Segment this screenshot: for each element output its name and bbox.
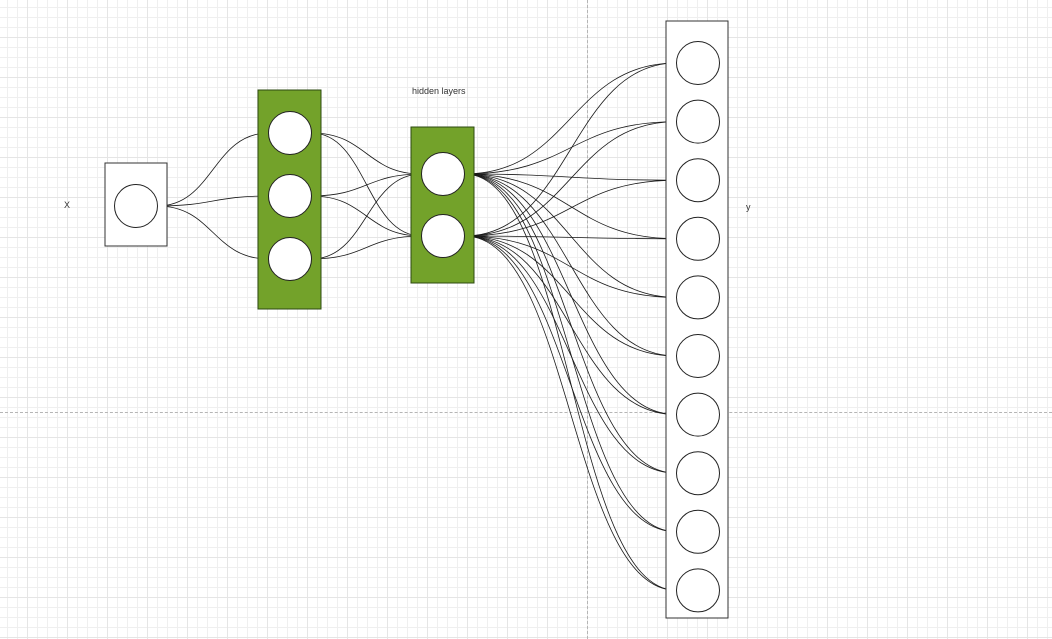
neuron-input-1[interactable]: [114, 184, 158, 228]
connection-hidden-2-1-to-output-9[interactable]: [464, 235, 677, 593]
connection-hidden-2-1-to-output-2[interactable]: [464, 178, 677, 237]
connection-hidden-2-1-to-output-0[interactable]: [464, 61, 677, 237]
neurons: [114, 41, 720, 613]
connection-hidden-2-1-to-output-7[interactable]: [464, 235, 677, 476]
layer-boxes: [104, 20, 729, 619]
connection-hidden-1-2-to-hidden-2-1[interactable]: [311, 234, 422, 260]
connection-input-0-to-hidden-1-2[interactable]: [157, 205, 269, 261]
page-break-vertical: [587, 0, 588, 639]
neuron-hidden-1-1[interactable]: [268, 111, 312, 155]
neuron-output-10[interactable]: [676, 568, 720, 613]
output-label[interactable]: y: [746, 202, 751, 212]
neuron-hidden-1-2[interactable]: [268, 174, 312, 218]
neuron-output-6[interactable]: [676, 334, 720, 378]
connection-hidden-1-0-to-hidden-2-1[interactable]: [311, 132, 422, 238]
neuron-hidden-2-1[interactable]: [421, 152, 465, 196]
connection-hidden-2-1-to-output-1[interactable]: [464, 119, 677, 237]
connection-input-0-to-hidden-1-1[interactable]: [157, 194, 269, 207]
neuron-output-1[interactable]: [676, 41, 720, 85]
connection-hidden-2-1-to-output-5[interactable]: [464, 235, 677, 358]
neuron-output-4[interactable]: [676, 216, 720, 261]
connection-hidden-2-1-to-output-8[interactable]: [464, 235, 677, 534]
connection-hidden-1-0-to-hidden-2-0[interactable]: [311, 132, 422, 176]
neuron-output-7[interactable]: [676, 392, 720, 437]
connection-hidden-1-2-to-hidden-2-0[interactable]: [311, 172, 422, 260]
connection-hidden-2-0-to-output-1[interactable]: [464, 119, 677, 175]
neuron-output-5[interactable]: [676, 275, 720, 320]
neuron-output-8[interactable]: [676, 451, 720, 496]
connection-input-0-to-hidden-1-0[interactable]: [157, 131, 269, 207]
page-break-horizontal: [0, 412, 1052, 413]
neuron-output-9[interactable]: [676, 509, 720, 554]
connection-hidden-2-1-to-output-6[interactable]: [464, 235, 677, 417]
neuron-output-3[interactable]: [676, 158, 720, 203]
connection-hidden-2-0-to-output-2[interactable]: [464, 173, 677, 183]
neuron-hidden-2-2[interactable]: [421, 214, 465, 258]
connection-hidden-2-0-to-output-5[interactable]: [464, 173, 677, 358]
connection-hidden-1-1-to-hidden-2-0[interactable]: [311, 172, 422, 197]
connection-hidden-2-1-to-output-4[interactable]: [464, 235, 677, 300]
layer-box-hidden-2[interactable]: [410, 126, 475, 284]
connection-hidden-2-0-to-output-6[interactable]: [464, 173, 677, 417]
connection-hidden-2-0-to-output-7[interactable]: [464, 173, 677, 476]
connection-hidden-2-0-to-output-4[interactable]: [464, 173, 677, 300]
connections: [157, 61, 677, 593]
hidden-layers-label[interactable]: hidden layers: [412, 86, 466, 96]
neuron-output-2[interactable]: [676, 99, 720, 144]
connection-hidden-2-0-to-output-0[interactable]: [464, 61, 677, 175]
connection-hidden-2-0-to-output-9[interactable]: [464, 173, 677, 593]
connection-hidden-2-1-to-output-3[interactable]: [464, 235, 677, 241]
input-label[interactable]: X: [64, 200, 71, 210]
connection-hidden-2-0-to-output-8[interactable]: [464, 173, 677, 534]
neuron-hidden-1-3[interactable]: [268, 237, 312, 281]
connection-hidden-2-0-to-output-3[interactable]: [464, 173, 677, 241]
